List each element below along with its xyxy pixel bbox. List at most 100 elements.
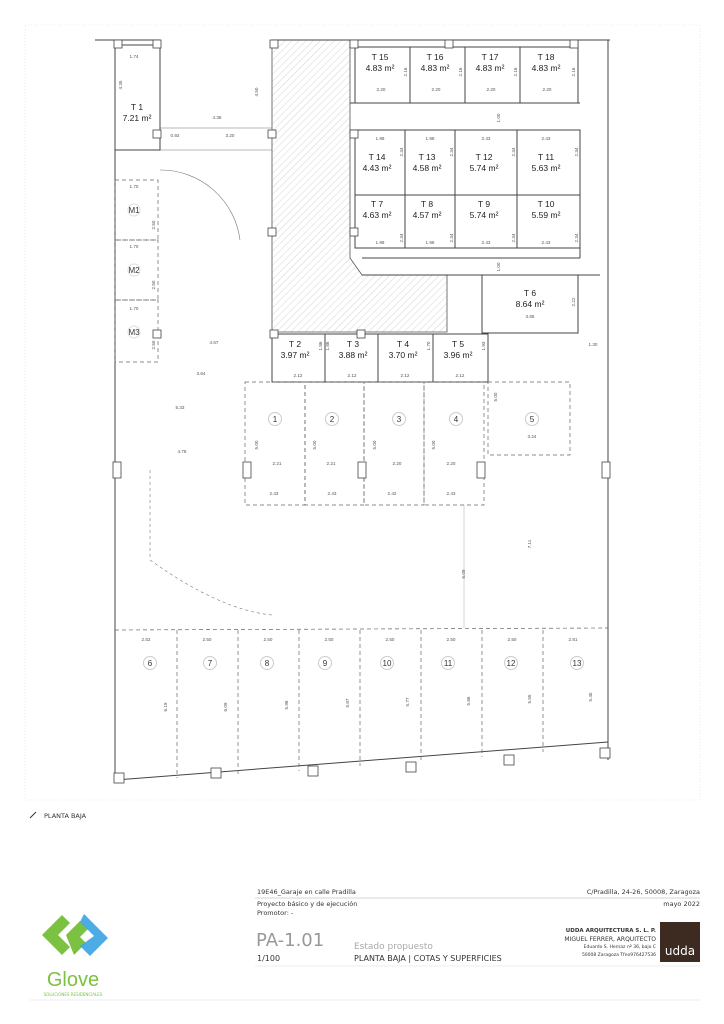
space-circle [441,656,455,670]
dimension-value: 5.00 [493,392,498,401]
parking-space-label: 2 [330,415,335,424]
parking-space-label: 1 [273,415,278,424]
firm-city-phone: 50008 Zaragoza Tfno976427536 [581,953,656,958]
dimension-value: 3.86 [526,314,535,319]
scale: 1/100 [257,954,281,963]
dimension-value: 2.50 [151,280,156,289]
space-circle [325,412,339,426]
dimension-value: 2.50 [151,220,156,229]
room-name: T 12 [476,152,493,162]
space-circle [268,412,282,426]
dimension-value: 5.45 [588,692,593,701]
dimension-value: 4.78 [178,449,187,454]
dimension-value: 2.43 [447,491,456,496]
dimension-value: 2.50 [151,340,156,349]
room-name: T 1 [131,102,143,112]
space-circle [127,263,141,277]
dimension-value: 2.50 [508,637,517,642]
space-circle [525,412,539,426]
architect-name: MIGUEL FERRER, ARQUITECTO [564,936,656,943]
dimension-value: 1.70 [130,306,139,311]
project-type: Proyecto básico y de ejecución [257,900,358,908]
dimension-value: 2.50 [386,637,395,642]
dimension-value: 2.42 [388,491,397,496]
space-circle [380,656,394,670]
space-circle [570,656,584,670]
space-circle [127,203,141,217]
udda-logo: udda [660,922,700,962]
dimension-value: 2.34 [399,147,404,156]
dimension-value: 2.43 [482,136,491,141]
firm-name: UDDA ARQUITECTURA S. L. P. [565,928,656,934]
room-area: 5.74 m² [470,163,499,173]
room-area: 3.88 m² [339,350,368,360]
room-labels: T 17.21 m²T 154.83 m²T 164.83 m²T 174.83… [123,52,561,360]
room-area: 8.64 m² [516,299,545,309]
storage-rooms [114,44,581,383]
room-area: 4.63 m² [363,210,392,220]
dimension-value: 2.20 [487,87,496,92]
dimension-value: 2.34 [399,233,404,242]
parking-space-label: 3 [397,415,402,424]
room-area: 5.74 m² [470,210,499,220]
dimension-value: 2.20 [543,87,552,92]
dimension-value: 4.50 [254,87,259,96]
room-area: 4.83 m² [421,63,450,73]
room-area: 3.97 m² [281,350,310,360]
room-name: T 10 [538,199,555,209]
firm-address: Eduardo S. Hernaz nº 36, bajo C [583,945,656,950]
structural-columns [112,39,611,784]
dimension-value: 2.43 [270,491,279,496]
parking-space-label: 6 [148,659,153,668]
dimension-value: 5.33 [176,405,185,410]
dimension-value: 2.16 [513,67,518,76]
dimension-value: 0.92 [171,133,180,138]
dimension-value: 2.21 [327,461,336,466]
room-area: 7.21 m² [123,113,152,123]
dimension-value: 2.43 [482,240,491,245]
glove-logo-name: Glove [47,969,99,991]
room-name: T 6 [524,288,536,298]
dimension-value: 1.70 [426,341,431,350]
dimension-value: 2.16 [571,67,576,76]
room-area: 5.63 m² [532,163,561,173]
dimension-value: 2.12 [294,373,303,378]
space-circle [392,412,406,426]
project-code: 19E46_Garaje en calle Pradilla [257,888,356,896]
space-circle [504,656,518,670]
room-name: T 14 [369,152,386,162]
room-name: T 4 [397,339,409,349]
dimension-value: 2.12 [456,373,465,378]
dimension-value: 2.20 [377,87,386,92]
room-name: T 7 [371,199,383,209]
space-circle [143,656,157,670]
dimension-value: 1.74 [130,54,139,59]
dimension-value: 2.52 [142,637,151,642]
dimension-value: 3.64 [197,371,206,376]
parking-outlines [114,179,609,778]
dimension-value: 2.12 [348,373,357,378]
parking-space-label: 11 [444,659,453,668]
room-area: 4.43 m² [363,163,392,173]
dimension-value: 2.20 [447,461,456,466]
dimension-value: 2.34 [574,233,579,242]
dimension-value: 4.67 [210,340,219,345]
dimension-value: 2.50 [447,637,456,642]
dimension-value: 2.22 [571,297,576,306]
room-area: 4.83 m² [366,63,395,73]
glove-logo-tagline: SOLUCIONES RESIDENCIALES [44,992,103,997]
dimension-value: 2.50 [325,637,334,642]
dimension-value: 2.34 [511,233,516,242]
room-name: T 5 [452,339,464,349]
dimension-value: 1.86 [325,341,330,350]
parking-space-label: 4 [454,415,459,424]
parking-space-label: 5 [530,415,535,424]
dimension-value: 1.00 [496,113,501,122]
dimension-value: 5.77 [405,697,410,706]
dimension-value: 2.34 [449,233,454,242]
dimension-value: 2.12 [401,373,410,378]
dimension-value: 6.09 [223,702,228,711]
room-name: T 3 [347,339,359,349]
